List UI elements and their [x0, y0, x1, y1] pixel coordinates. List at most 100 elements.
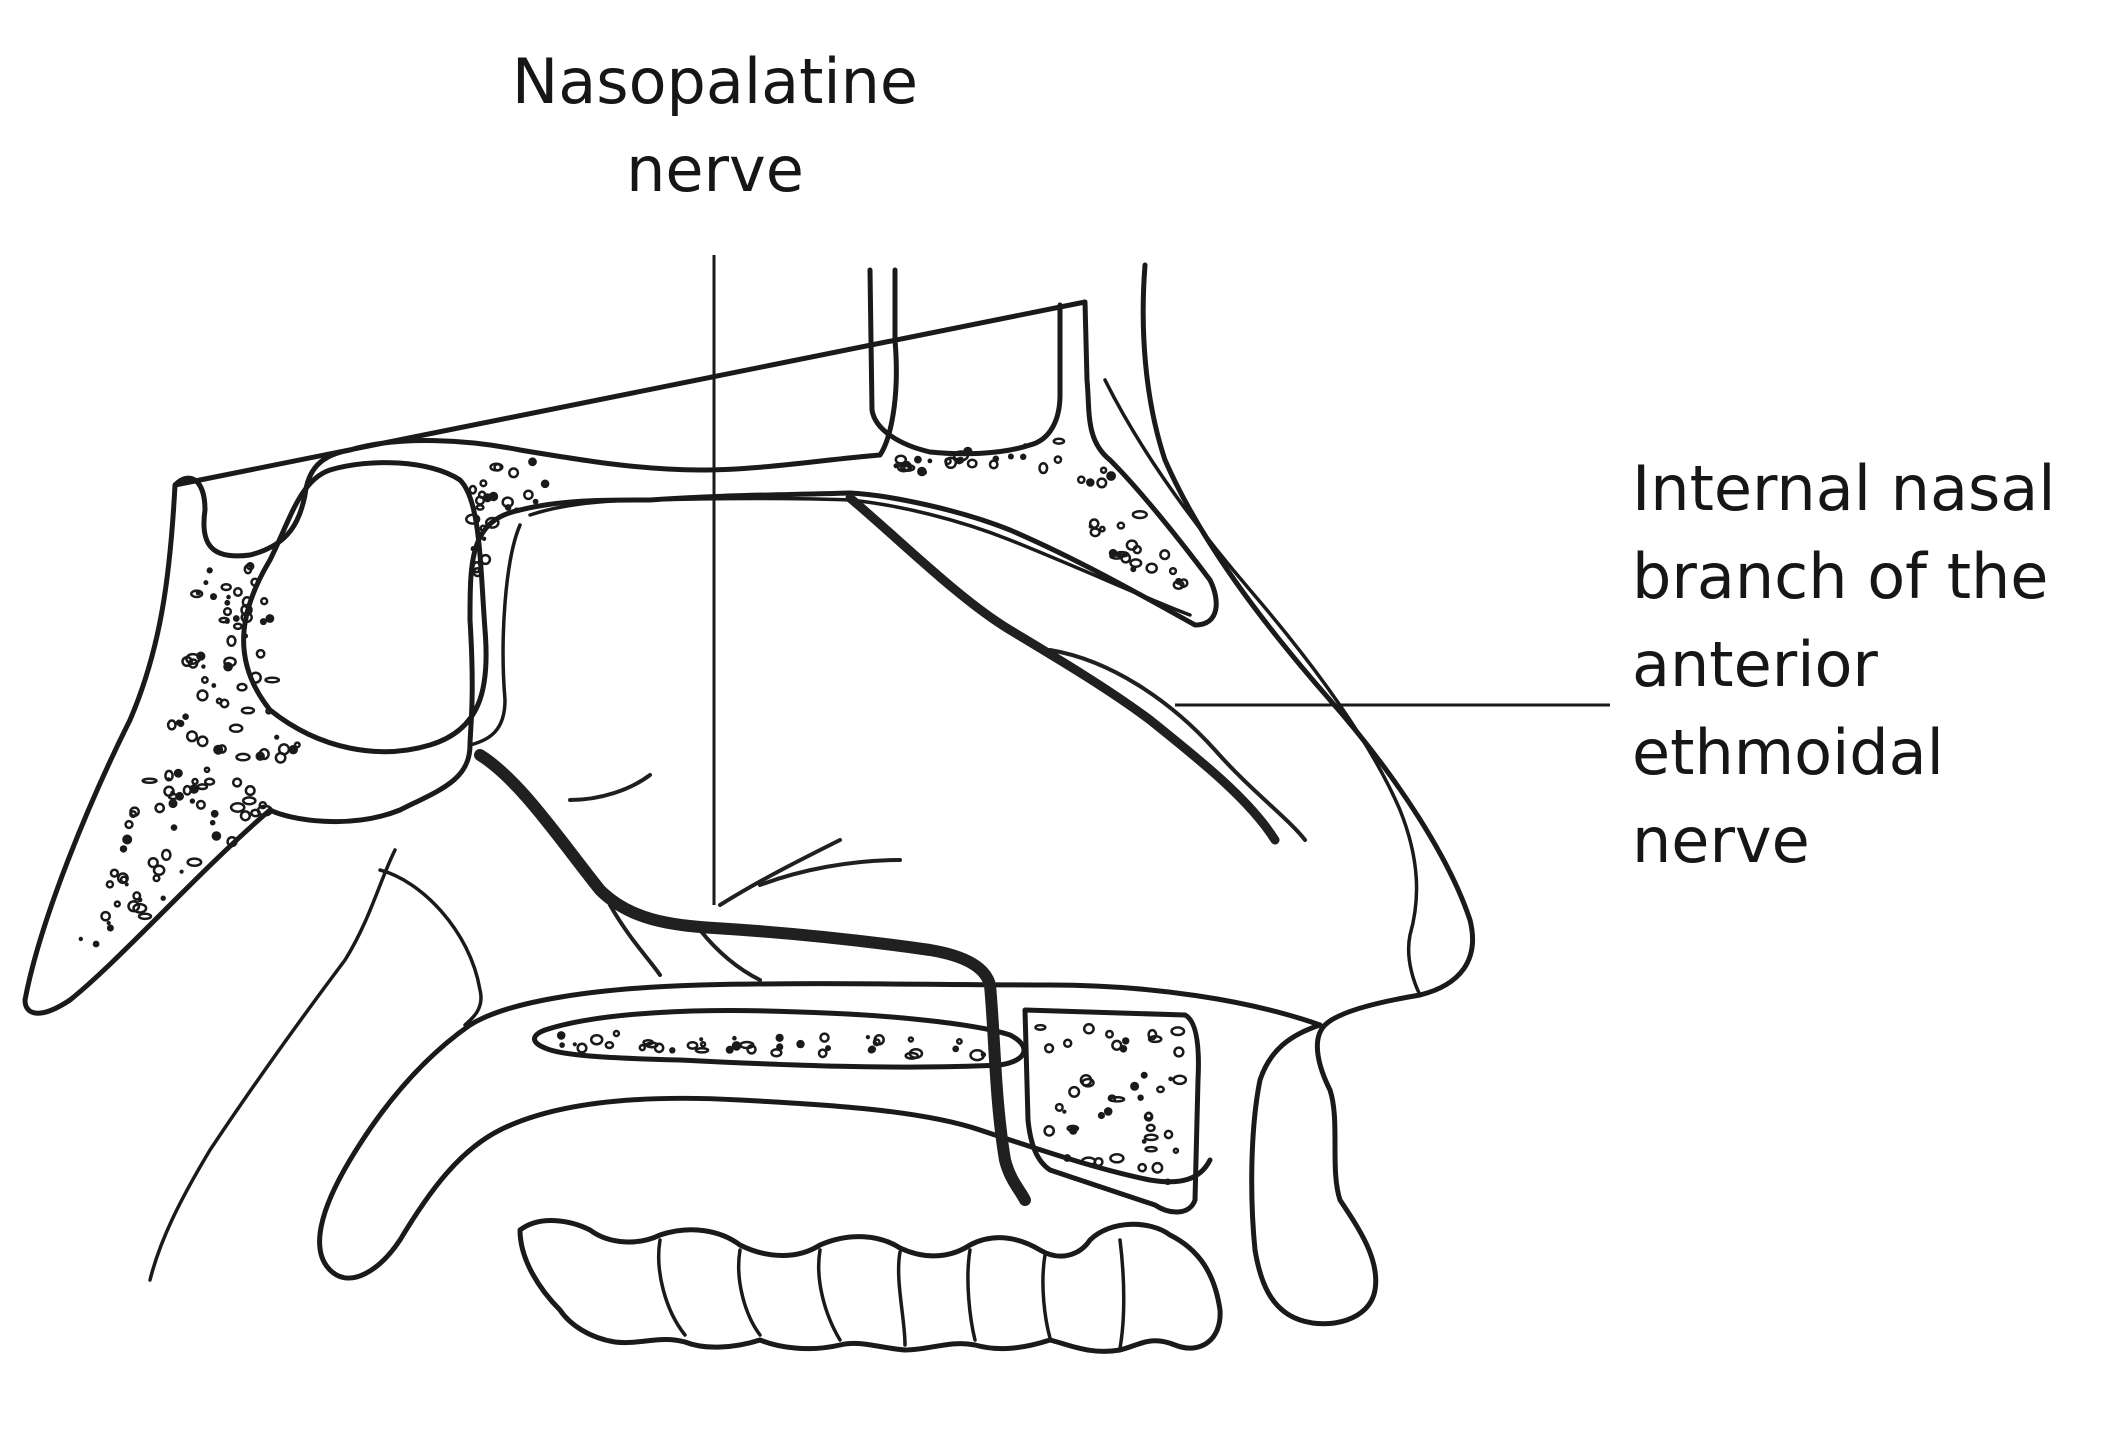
nasopalatine-nerve: [474, 749, 1031, 1206]
bone-texture-dot: [732, 1035, 737, 1041]
bone-texture-dot: [1099, 466, 1108, 474]
bone-texture-dot: [1066, 1124, 1080, 1133]
bone-texture-dot: [235, 752, 251, 762]
bone-texture-dot: [988, 459, 999, 470]
bone-texture-dot: [927, 458, 933, 464]
nose-tip: [1249, 992, 1423, 1327]
bone-texture-dot: [220, 582, 232, 592]
bone-texture-dot: [867, 1046, 875, 1054]
bone-texture-dot: [1168, 566, 1178, 576]
bone-texture-dot: [173, 768, 183, 778]
bone-spongy-texture: [78, 437, 1189, 1186]
bone-texture-dot: [243, 633, 249, 639]
bone-texture-dot: [241, 796, 257, 806]
bone-texture-dot: [1079, 1073, 1093, 1087]
bone-texture-dot: [240, 611, 253, 624]
bone-texture-dot: [274, 734, 280, 740]
bone-texture-dot: [1020, 453, 1027, 460]
bone-texture-dot: [215, 697, 223, 705]
bone-texture-dot: [1156, 1085, 1165, 1094]
bone-texture-dot: [819, 1032, 830, 1043]
nasopalatine-branch-2: [718, 838, 842, 907]
label-ethmoidal-line-1: Internal nasal: [1632, 452, 2056, 525]
bone-texture-dot: [141, 777, 158, 785]
bone-texture-dot: [203, 777, 216, 786]
bone-texture-dot: [236, 682, 248, 692]
bone-texture-dot: [699, 1041, 707, 1048]
bone-texture-dot: [224, 599, 231, 606]
bone-texture-dot: [865, 1035, 871, 1040]
bone-texture-dot: [612, 1029, 621, 1038]
bone-texture-dot: [1103, 1107, 1113, 1116]
bone-texture-dot: [746, 1044, 757, 1055]
bone-texture-dot: [137, 897, 143, 903]
bone-texture-dot: [1173, 1046, 1185, 1058]
bone-texture-dot: [124, 882, 129, 887]
bone-texture-dot: [200, 676, 209, 684]
bone-texture-dot: [1143, 1111, 1154, 1122]
bone-texture-dot: [127, 900, 141, 913]
bone-texture-dot: [1007, 453, 1014, 460]
bone-texture-dot: [589, 1033, 604, 1046]
bone-texture-dot: [523, 489, 534, 501]
bone-texture-dot: [669, 1047, 676, 1054]
bone-texture-dot: [189, 798, 196, 804]
bone-texture-dot: [1068, 1085, 1081, 1098]
bone-texture-dot: [642, 1038, 654, 1046]
bone-texture-dot: [1034, 1023, 1047, 1031]
bone-texture-dot: [274, 751, 287, 764]
bone-texture-dot: [132, 891, 142, 901]
bone-texture-dot: [479, 479, 488, 488]
bone-texture-dot: [256, 804, 273, 817]
bone-texture-dot: [196, 735, 209, 748]
bone-texture-dot: [944, 457, 952, 466]
bone-texture-dot: [1119, 1045, 1128, 1053]
bone-texture-dot: [116, 872, 129, 885]
upper-teeth: [517, 1218, 1223, 1354]
bone-texture-dot: [260, 597, 269, 606]
bone-texture-dot: [119, 845, 128, 853]
palatine-process: [532, 1008, 1027, 1070]
bone-texture-dot: [770, 1048, 783, 1058]
bone-texture-dot: [572, 1042, 577, 1047]
bone-texture-dot: [113, 900, 121, 908]
bone-texture-dot: [226, 594, 231, 600]
bone-texture-dot: [160, 895, 166, 901]
bone-texture-dot: [1062, 1038, 1073, 1049]
bone-texture-dot: [175, 719, 183, 726]
bone-texture-dot: [1143, 1133, 1159, 1142]
bone-texture-dot: [604, 1040, 615, 1050]
bone-texture-dot: [211, 683, 217, 688]
bone-texture-dot: [475, 503, 485, 511]
bone-texture-dot: [132, 902, 148, 914]
bone-texture-dot: [186, 857, 203, 868]
bone-texture-dot: [775, 1033, 784, 1042]
bone-texture-dot: [1163, 1129, 1174, 1140]
bone-texture-dot: [160, 848, 172, 862]
bone-texture-dot: [203, 766, 211, 774]
bone-texture-dot: [1145, 1123, 1156, 1133]
bone-texture-dot: [232, 622, 243, 631]
bone-texture-dot: [686, 1040, 699, 1050]
bone-texture-dot: [1038, 461, 1049, 475]
bone-texture-dot: [222, 607, 233, 617]
pharynx-outline-2: [378, 868, 483, 1027]
bone-texture-dot: [109, 868, 120, 878]
bone-texture-dot: [203, 580, 209, 586]
bone-texture-dot: [873, 1034, 885, 1046]
label-nasopalatine-line-2: nerve: [626, 133, 804, 206]
bone-texture-dot: [239, 810, 252, 822]
bone-texture-dot: [904, 1051, 919, 1060]
bone-texture-dot: [154, 802, 166, 814]
bone-texture-dot: [1168, 1076, 1173, 1082]
sphenoid-sinus: [241, 460, 489, 755]
bone-texture-dot: [1043, 1125, 1056, 1137]
bone-texture-dot: [190, 589, 204, 599]
bone-texture-dot: [817, 1048, 828, 1059]
bone-texture-dot: [907, 1036, 915, 1043]
bone-texture-dot: [231, 777, 243, 788]
bone-texture-dot: [896, 462, 911, 473]
bone-texture-dot: [201, 664, 206, 669]
bone-texture-dot: [966, 458, 978, 469]
